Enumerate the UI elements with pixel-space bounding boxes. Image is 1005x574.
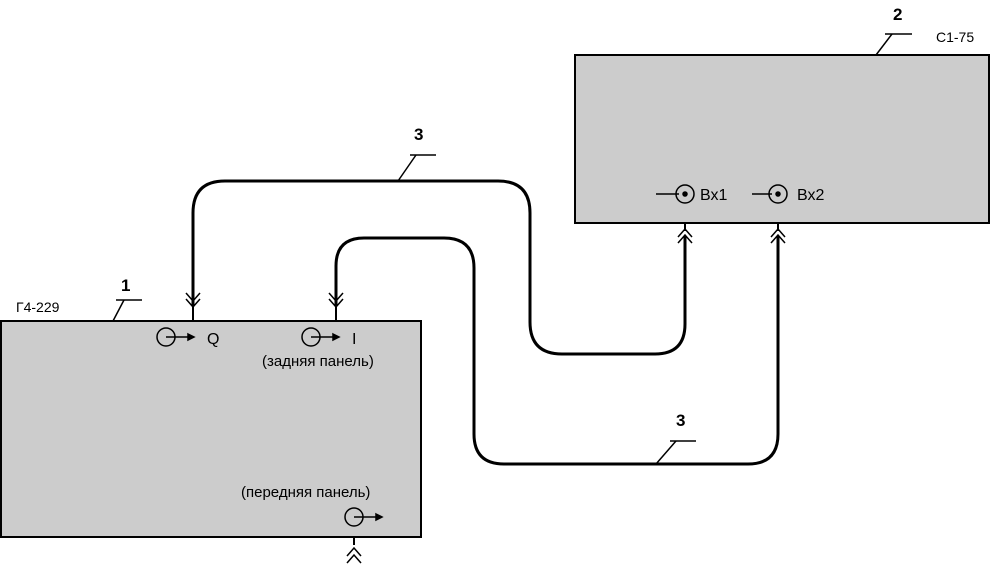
port-in1-label: Вх1 bbox=[700, 187, 727, 204]
port-i-icon bbox=[301, 327, 341, 347]
device-2-body bbox=[574, 54, 990, 224]
cable-i-to-in2 bbox=[334, 236, 780, 466]
cable-lower-number: 3 bbox=[676, 411, 685, 430]
cable-upper-number: 3 bbox=[414, 125, 423, 144]
port-q-label: Q bbox=[207, 331, 219, 348]
leader-device-2 bbox=[875, 33, 912, 56]
device-1-number: 1 bbox=[121, 276, 130, 295]
connector-chevron-i-icon bbox=[328, 292, 344, 309]
port-i-label: I bbox=[352, 331, 356, 348]
front-panel-label: (передняя панель) bbox=[241, 484, 370, 501]
port-in2-label: Вх2 bbox=[797, 187, 824, 204]
device-2-name: С1-75 bbox=[936, 29, 974, 45]
connector-chevron-q-icon bbox=[185, 292, 201, 309]
connector-chevron-front-icon bbox=[346, 546, 362, 564]
port-front-icon bbox=[344, 507, 384, 527]
device-1-name: Г4-229 bbox=[16, 299, 60, 315]
leader-cable-lower bbox=[655, 440, 696, 465]
device-1-body bbox=[0, 320, 422, 538]
port-q-icon bbox=[156, 327, 196, 347]
leader-cable-upper bbox=[397, 154, 436, 182]
device-2-number: 2 bbox=[893, 5, 902, 24]
rear-panel-label: (задняя панель) bbox=[262, 353, 374, 370]
leader-device-1 bbox=[112, 299, 142, 322]
port-in2-icon bbox=[752, 184, 788, 204]
port-in1-icon bbox=[656, 184, 695, 204]
cable-q-to-in1 bbox=[191, 179, 687, 356]
